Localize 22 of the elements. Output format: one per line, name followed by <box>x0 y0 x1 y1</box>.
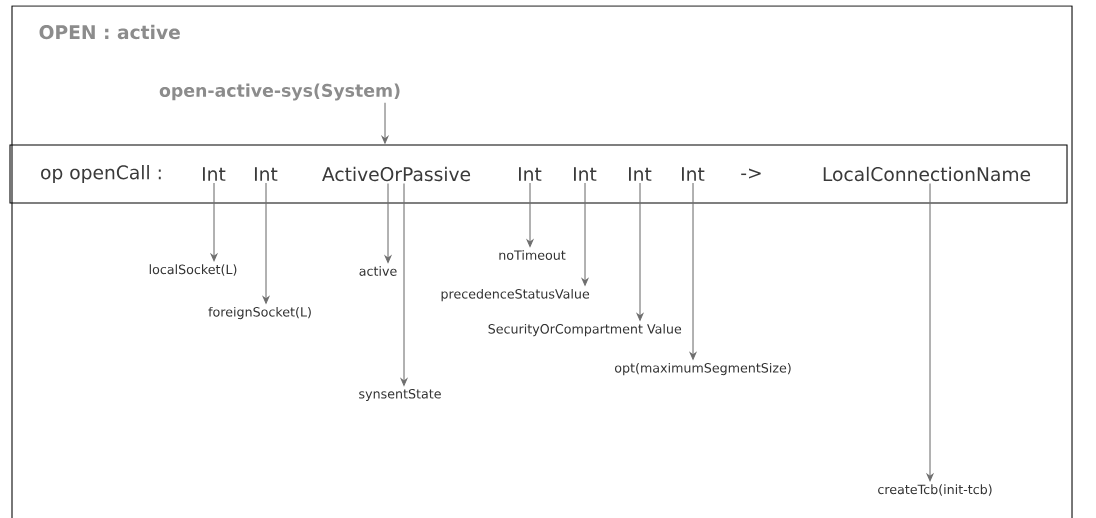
parameter-label: precedenceStatusValue <box>441 288 590 302</box>
type-token: -> <box>741 168 761 179</box>
type-token: Int <box>255 167 278 181</box>
parameter-label: opt(maximumSegmentSize) <box>614 362 791 376</box>
signature-box <box>9 144 1068 204</box>
parameter-label: SecurityOrCompartment Value <box>488 323 682 337</box>
type-token: ActiveOrPassive <box>322 166 471 182</box>
parameter-label: createTcb(init-tcb) <box>878 484 992 496</box>
type-token: Int <box>574 167 597 181</box>
heading: OPEN : active <box>39 24 180 40</box>
parameter-label: foreignSocket(L) <box>208 306 311 320</box>
type-token: Int <box>203 167 226 181</box>
parameter-label: synsentState <box>359 389 441 401</box>
type-token: Int <box>519 167 542 181</box>
type-token: Int <box>682 167 705 181</box>
parameter-label: active <box>359 266 397 276</box>
parameter-label: noTimeout <box>499 250 566 260</box>
parameter-label: localSocket(L) <box>149 264 237 276</box>
type-token: Int <box>629 167 652 181</box>
type-token: LocalConnectionName <box>823 166 1031 182</box>
operation-name: op openCall : <box>41 164 161 184</box>
function-label: open-active-sys(System) <box>159 83 400 101</box>
